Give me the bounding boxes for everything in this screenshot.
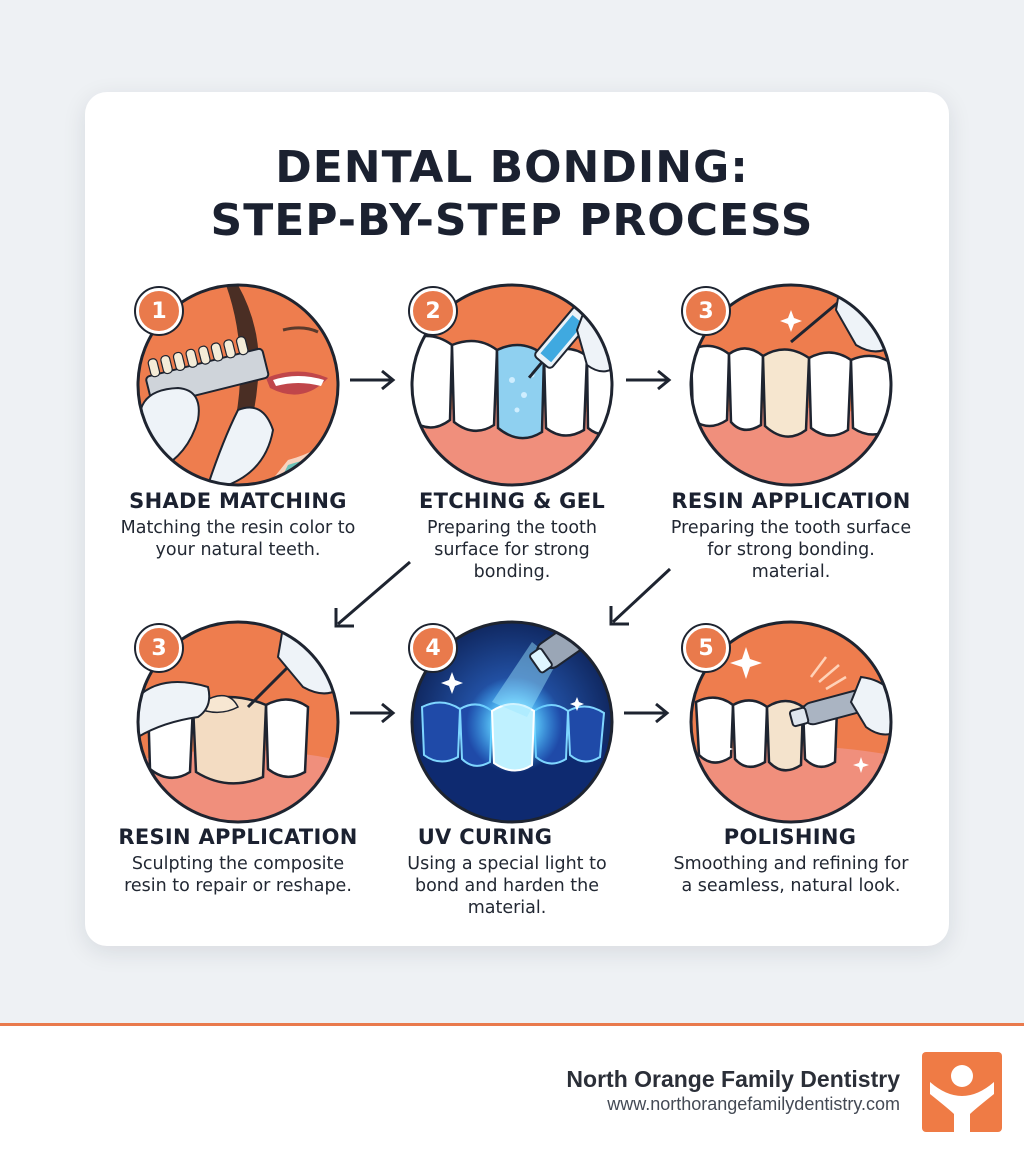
step-description: Smoothing and refining for a seamless, n… [673,854,909,896]
arrow-down-left-icon [609,567,672,626]
step-description: Preparing the tooth surface for strong b… [427,518,597,582]
step-title: POLISHING [723,825,857,849]
arrow-right-icon [626,369,672,391]
sculpting-tool-icon [136,620,340,824]
step-uv-curing: 4 UV CURING Using a special light to bon… [362,607,662,918]
step-description: Preparing the tooth surface for strong b… [670,518,912,582]
arrow-right-icon [350,369,396,391]
step-title: UV CURING [417,825,553,849]
footer-divider [0,1023,1024,1026]
step-resin-application-1: 3 RESIN APPLICATION Preparing the tooth … [641,270,941,582]
brand-name: North Orange Family Dentistry [566,1066,900,1092]
step-description: Matching the resin color to your natural… [120,518,356,560]
step-resin-application-2: 3 RESIN APPLICATION Sculpting the compos… [88,607,388,907]
step-number-badge: 3 [683,288,729,334]
arrow-right-icon [624,702,670,724]
step-title: SHADE MATCHING [129,489,347,513]
step-etching-gel: 2 ETCHING & GEL Preparing the tooth surf… [362,270,662,582]
step-title: RESIN APPLICATION [118,825,358,849]
step-title: RESIN APPLICATION [671,489,911,513]
title-line-1: DENTAL BONDING: [275,142,749,193]
step-number-badge: 4 [410,625,456,671]
step-polishing: 5 POLISHING Smoothing and refining for a… [641,607,941,907]
title-line-2: STEP-BY-STEP PROCESS [210,195,814,246]
polishing-drill-icon [689,620,893,824]
resin-tooth-icon [689,283,893,487]
step-number-badge: 2 [410,288,456,334]
arrow-down-left-icon [334,560,411,628]
step-description: Using a special light to bond and harden… [407,854,607,918]
step-description: Sculpting the composite resin to repair … [124,854,352,896]
arrow-right-icon [350,702,396,724]
footer [0,1026,1024,1154]
person-logo-icon [922,1052,1002,1132]
page-title: DENTAL BONDING: STEP-BY-STEP PROCESS [0,141,1024,247]
step-number-badge: 5 [683,625,729,671]
step-number-badge: 3 [136,625,182,671]
step-title: ETCHING & GEL [418,489,606,513]
brand-url-link[interactable]: www.northorangefamilydentistry.com [607,1094,900,1114]
uv-light-icon [410,620,614,824]
step-shade-matching: 1 SHADE MATCHING Matching the resin colo… [88,270,388,570]
etching-syringe-icon [410,283,614,487]
step-number-badge: 1 [136,288,182,334]
shade-guide-icon [136,283,340,487]
